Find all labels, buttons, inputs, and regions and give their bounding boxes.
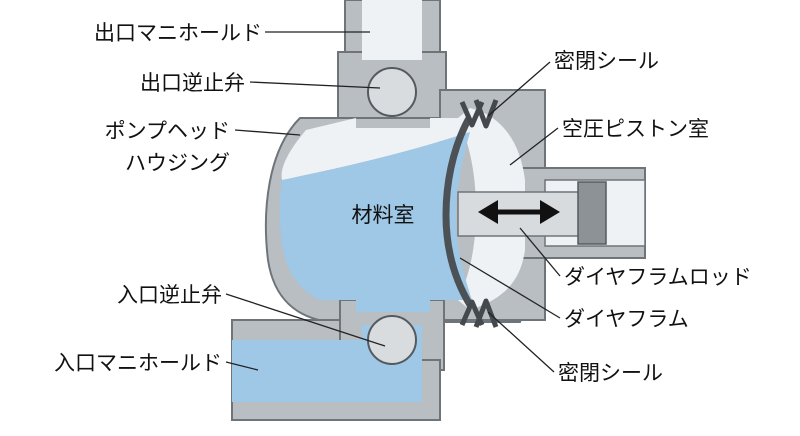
- inlet-check-valve-ball: [367, 315, 417, 365]
- label-pump-head-housing-1: ポンプヘッド: [105, 119, 230, 143]
- label-outlet-manifold: 出口マニホールド: [94, 21, 262, 45]
- label-inlet-manifold: 入口マニホールド: [54, 351, 222, 375]
- leader-seal-bottom: [487, 311, 555, 373]
- label-material-chamber: 材料室: [352, 203, 415, 227]
- label-air-piston-chamber: 空圧ピストン室: [562, 117, 709, 141]
- leader-outlet-check-valve: [249, 81, 381, 89]
- leader-seal-top: [487, 61, 551, 117]
- leader-air-piston-chamber: [509, 127, 559, 166]
- label-outlet-check-valve: 出口逆止弁: [140, 71, 245, 95]
- diaphragm: [442, 116, 474, 309]
- leader-diaphragm-rod: [519, 227, 561, 277]
- label-diaphragm: ダイヤフラム: [564, 307, 689, 331]
- leader-inlet-manifold: [225, 361, 259, 371]
- material-chamber-fluid: [279, 132, 472, 312]
- label-inlet-check-valve: 入口逆止弁: [117, 283, 222, 307]
- labels: 出口マニホールド 出口逆止弁 ポンプヘッド ハウジング 入口逆止弁 入口マニホー…: [54, 21, 752, 385]
- label-pump-head-housing-2: ハウジング: [125, 151, 230, 175]
- outlet-check-valve-ball: [367, 67, 417, 117]
- label-diaphragm-rod: ダイヤフラムロッド: [564, 265, 752, 289]
- label-seal-top: 密閉シール: [554, 49, 659, 73]
- rod-motion-arrow: [478, 200, 560, 224]
- label-seal-bottom: 密閉シール: [558, 361, 663, 385]
- leader-diaphragm: [459, 257, 561, 319]
- material-chamber-upper: [281, 118, 470, 180]
- air-piston: [577, 181, 607, 245]
- seal-bottom-shape: [459, 298, 499, 328]
- leader-inlet-check-valve: [225, 293, 386, 347]
- leader-pump-head-housing: [234, 129, 301, 136]
- seal-top-shape: [459, 99, 499, 129]
- leader-lines: [225, 31, 561, 373]
- outlet-passage: [362, 0, 422, 60]
